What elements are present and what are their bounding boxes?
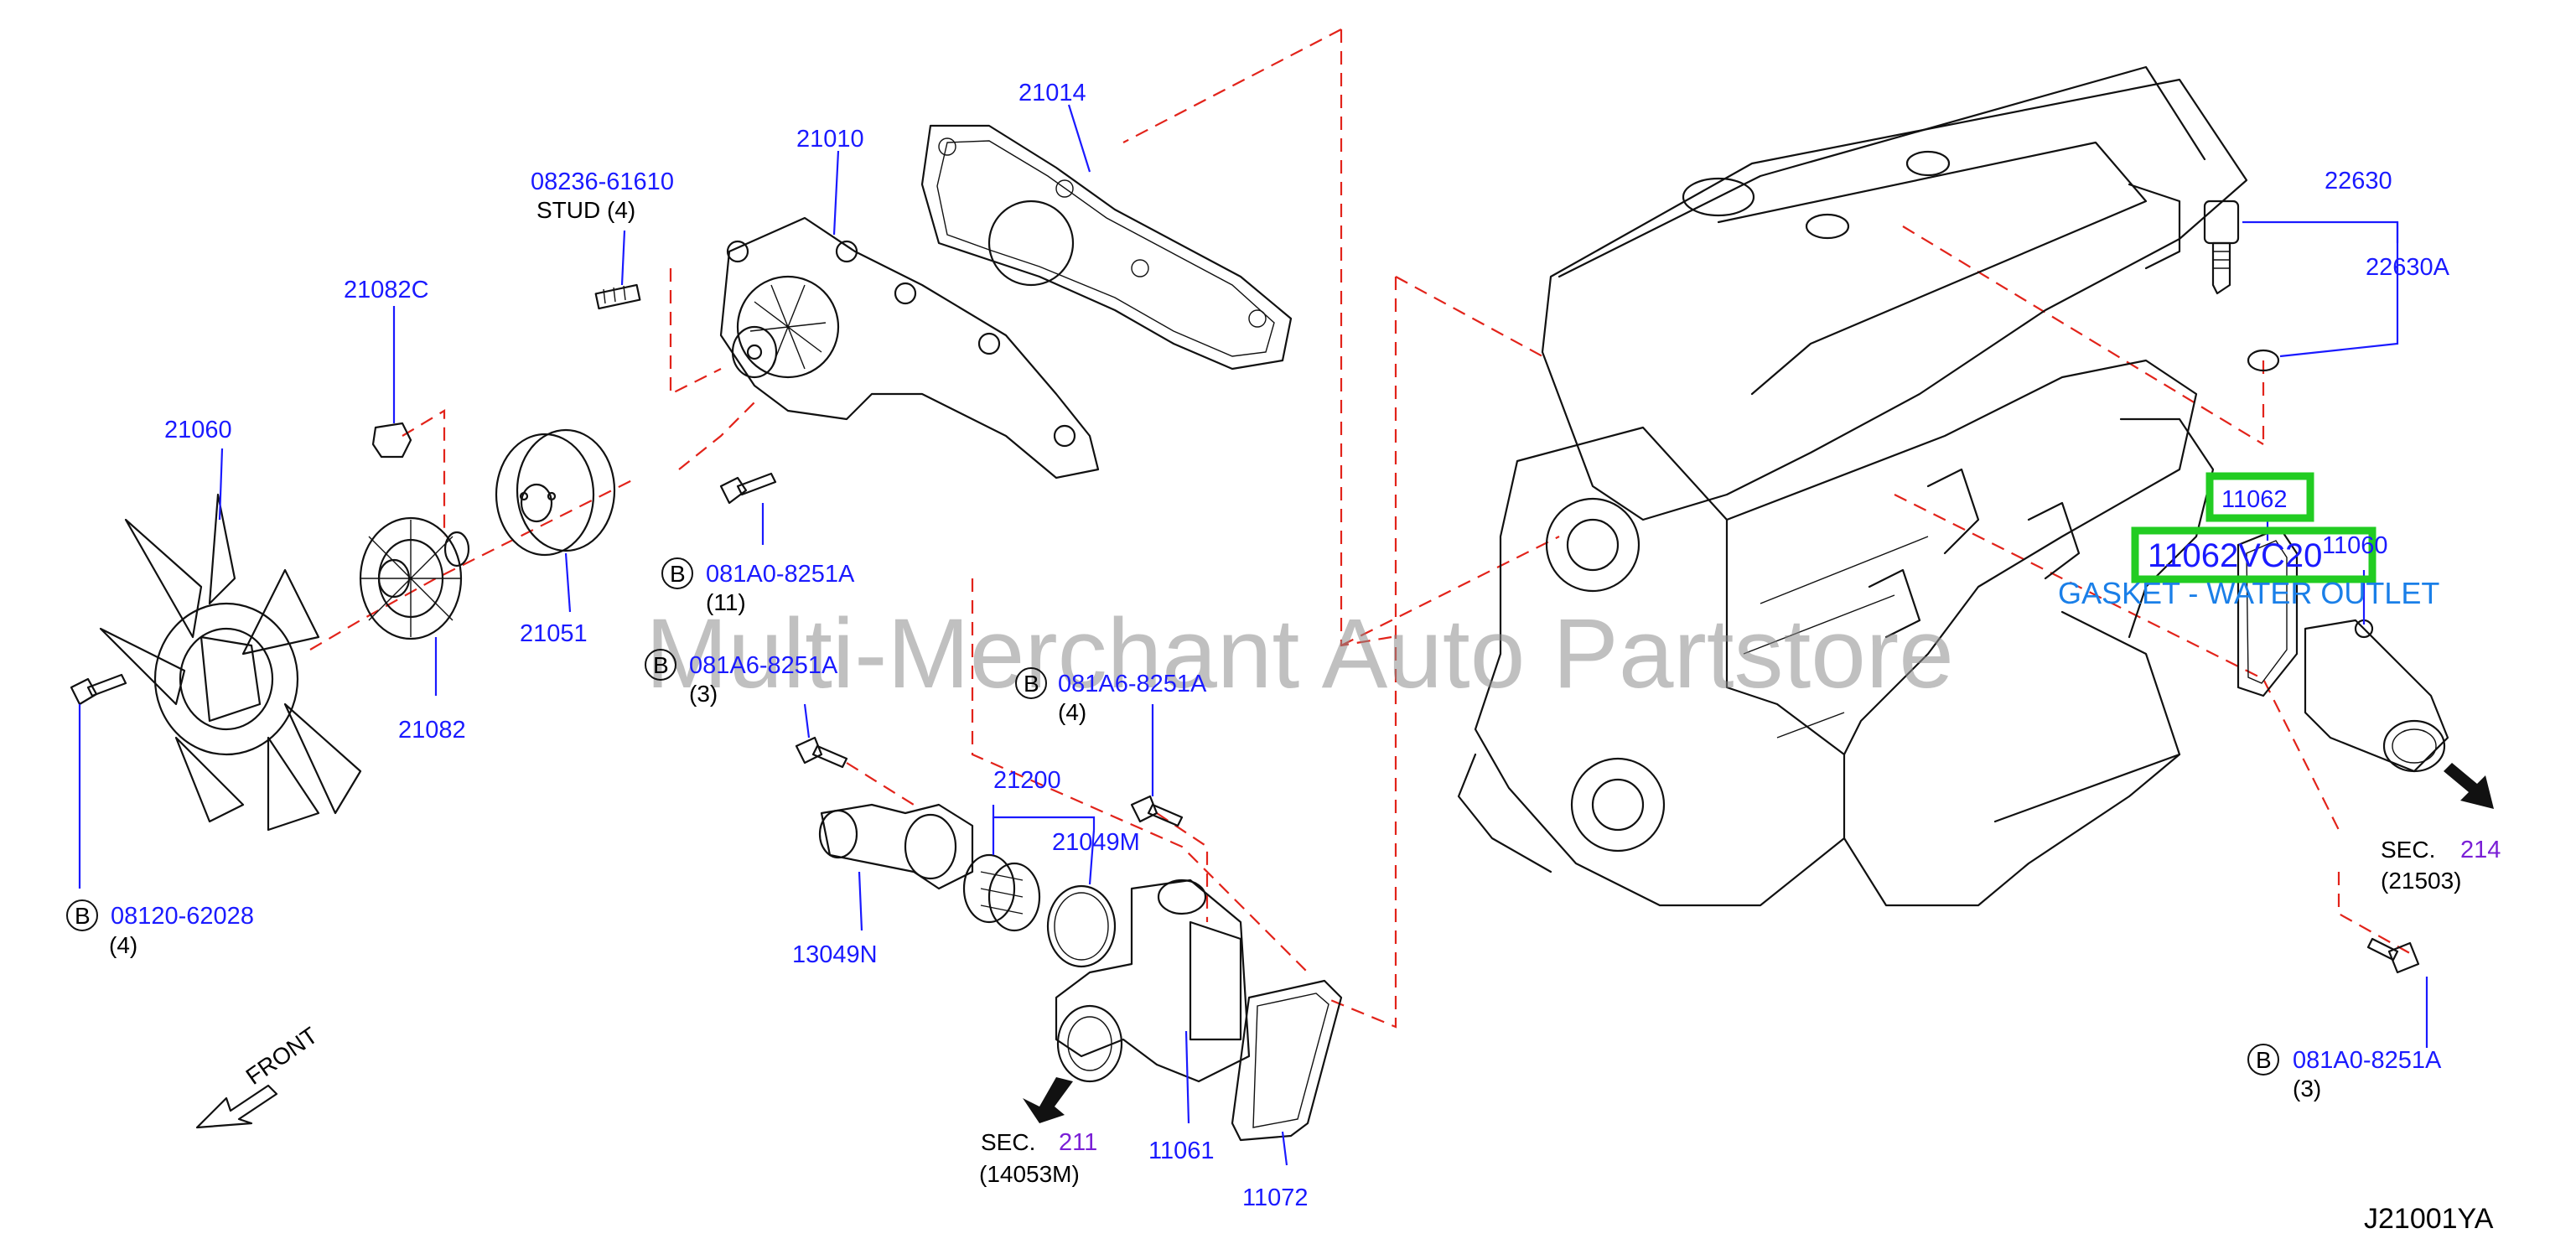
label-sec214-number[interactable]: 214 bbox=[2460, 837, 2501, 863]
water-pump-pulley bbox=[495, 428, 616, 557]
fan-nut bbox=[371, 422, 412, 459]
label-sec214-prefix: SEC. bbox=[2381, 837, 2435, 863]
label-sec211-prefix: SEC. bbox=[981, 1129, 1035, 1155]
bolt-badge-e-letter: B bbox=[2256, 1047, 2272, 1073]
label-bolt-c-qty: (4) bbox=[1058, 699, 1086, 725]
label-bolt-a-qty: (11) bbox=[706, 589, 746, 615]
bolts bbox=[70, 472, 2420, 974]
label-21049m[interactable]: 21049M bbox=[1052, 829, 1140, 856]
label-bolt-e-qty: (3) bbox=[2293, 1076, 2321, 1101]
label-bolt-d-qty: (4) bbox=[109, 932, 137, 958]
bolt-badge-c-letter: B bbox=[1024, 671, 1039, 697]
label-21010[interactable]: 21010 bbox=[796, 126, 864, 153]
label-21082c[interactable]: 21082C bbox=[344, 277, 429, 303]
thermostat bbox=[962, 853, 1041, 932]
label-stud-part[interactable]: 08236-61610 bbox=[531, 168, 674, 195]
water-pump bbox=[719, 216, 1100, 479]
stud bbox=[594, 283, 641, 310]
label-bolt-e-part[interactable]: 081A0-8251A bbox=[2293, 1047, 2442, 1074]
label-13049n[interactable]: 13049N bbox=[792, 941, 878, 968]
engine-block bbox=[1457, 65, 2248, 907]
highlight-11062vc20 bbox=[2131, 526, 2376, 583]
bolt-badge-d-letter: B bbox=[75, 903, 91, 929]
label-gasket-desc: GASKET - WATER OUTLET bbox=[2058, 576, 2439, 610]
label-21051[interactable]: 21051 bbox=[520, 620, 588, 647]
highlight-11062 bbox=[2205, 472, 2314, 522]
thermostat-housing bbox=[1055, 879, 1251, 1083]
front-direction-label: FRONT bbox=[241, 1022, 323, 1090]
bolt-badge-e bbox=[2247, 1044, 2279, 1076]
label-21060-fan[interactable]: 21060 bbox=[164, 417, 232, 443]
label-bolt-c-part[interactable]: 081A6-8251A bbox=[1058, 671, 1207, 697]
callout-labels: 21014 21010 08236-61610 STUD (4) 21082C … bbox=[66, 80, 2501, 1235]
assembly-guide-lines bbox=[309, 29, 2415, 1029]
label-11062vc20[interactable]: 11062VC20 bbox=[2148, 537, 2322, 574]
cooling-fan bbox=[99, 493, 362, 832]
label-bolt-d-part[interactable]: 08120-62028 bbox=[111, 903, 254, 930]
diagram-code: J21001YA bbox=[2364, 1203, 2494, 1235]
bolt-badge-b bbox=[645, 649, 676, 681]
label-21082[interactable]: 21082 bbox=[398, 717, 466, 744]
housing-gasket bbox=[1231, 979, 1343, 1142]
bolt-badge-c bbox=[1015, 667, 1047, 699]
water-inlet bbox=[818, 803, 974, 890]
bolt-badge-a-letter: B bbox=[670, 561, 686, 587]
label-sec211-number[interactable]: 211 bbox=[1059, 1129, 1097, 1156]
label-22630[interactable]: 22630 bbox=[2325, 168, 2392, 194]
label-sec211-ref: (14053M) bbox=[979, 1161, 1080, 1187]
bolt-badge-b-letter: B bbox=[653, 652, 669, 678]
label-21200[interactable]: 21200 bbox=[993, 767, 1061, 794]
water-outlet bbox=[2304, 619, 2449, 773]
label-11062[interactable]: 11062 bbox=[2221, 486, 2288, 513]
label-bolt-b-part[interactable]: 081A6-8251A bbox=[689, 652, 838, 679]
section-arrows bbox=[195, 763, 2494, 1129]
label-stud-desc: STUD (4) bbox=[536, 197, 635, 223]
label-22630a[interactable]: 22630A bbox=[2366, 254, 2450, 281]
label-11072[interactable]: 11072 bbox=[1242, 1184, 1309, 1211]
water-pump-gasket bbox=[920, 124, 1293, 371]
temperature-sensor bbox=[2203, 200, 2280, 372]
label-bolt-a-part[interactable]: 081A0-8251A bbox=[706, 561, 855, 588]
watermark-text: Multi-Merchant Auto Partstore bbox=[645, 599, 1954, 709]
label-21014[interactable]: 21014 bbox=[1018, 80, 1086, 106]
thermostat-gasket bbox=[1046, 884, 1117, 968]
label-bolt-b-qty: (3) bbox=[689, 681, 718, 707]
fan-clutch bbox=[359, 516, 470, 640]
label-11060[interactable]: 11060 bbox=[2322, 532, 2388, 559]
leader-lines bbox=[78, 104, 2428, 1166]
bolt-badge-a bbox=[661, 557, 693, 589]
bolt-badge-d bbox=[66, 899, 98, 931]
label-11061[interactable]: 11061 bbox=[1148, 1138, 1215, 1164]
label-sec214-ref: (21503) bbox=[2381, 868, 2462, 894]
